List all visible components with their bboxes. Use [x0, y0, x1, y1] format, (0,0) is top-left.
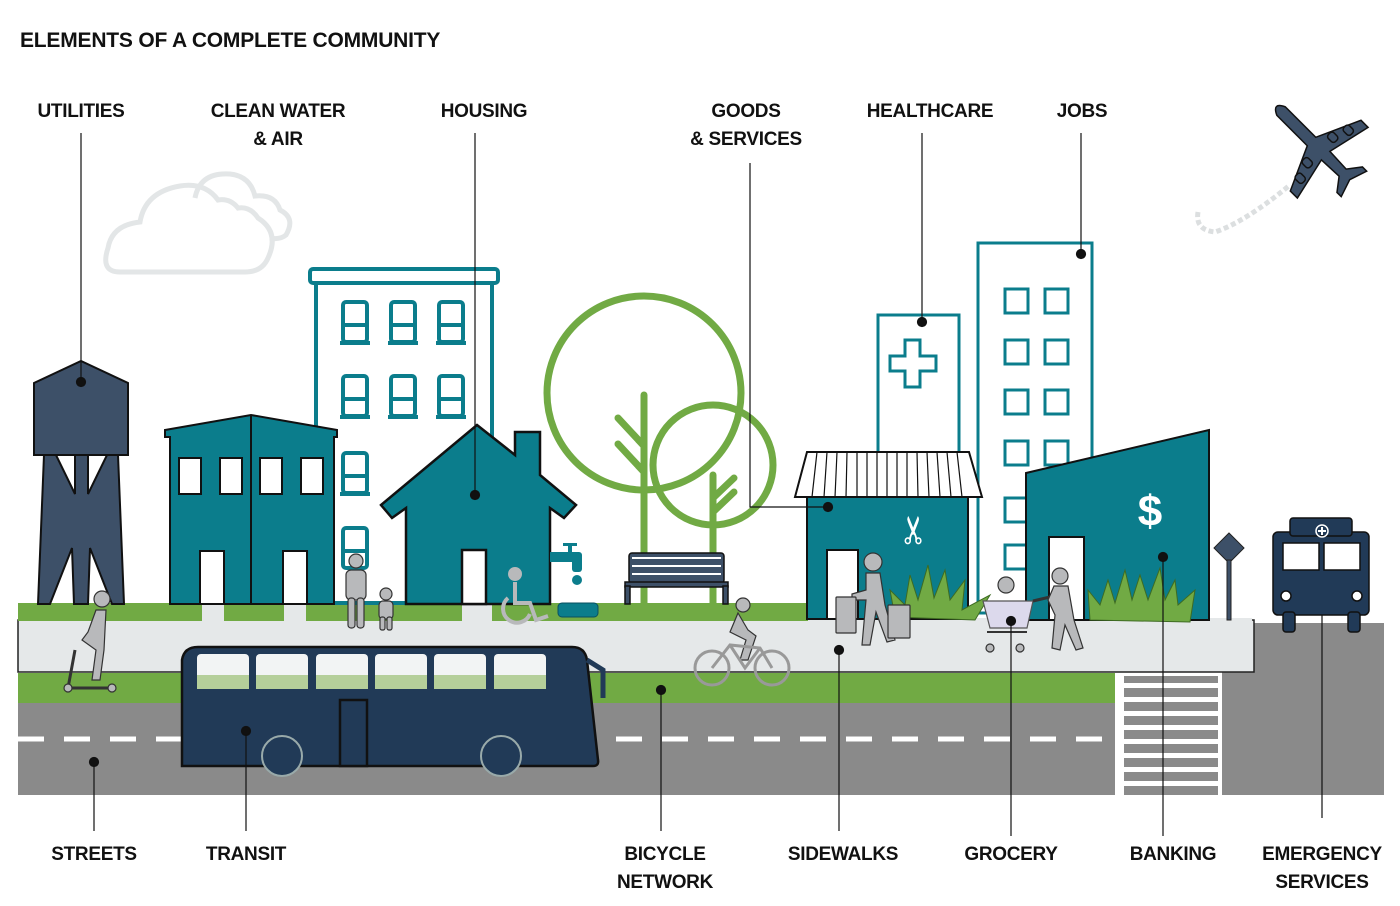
parent-child-icon — [345, 553, 394, 631]
label-emergency-services: EMERGENCY SERVICES — [1262, 844, 1382, 893]
label-grocery: GROCERY — [964, 844, 1058, 865]
label-housing: HOUSING — [440, 101, 528, 122]
label-clean-water-air: CLEAN WATER & AIR — [210, 101, 346, 150]
grass-tufts — [889, 564, 1196, 623]
airplane-icon — [1195, 104, 1370, 235]
label-sidewalks: SIDEWALKS — [787, 844, 899, 865]
label-jobs: JOBS — [1056, 101, 1108, 122]
grass-strip — [18, 603, 808, 621]
shopper-with-bags-icon — [835, 552, 911, 646]
label-utilities: UTILITIES — [37, 101, 125, 122]
bus-icon — [180, 645, 606, 777]
house — [379, 423, 578, 606]
scooter-rider-icon — [63, 590, 117, 693]
cloud-icon — [103, 171, 293, 275]
cyclist-icon — [693, 597, 791, 687]
park-bench-icon — [624, 552, 729, 605]
wheelchair-icon — [501, 567, 549, 625]
label-transit: TRANSIT — [205, 844, 287, 865]
people-figures — [63, 552, 1084, 693]
scissors-icon: ✂ — [892, 514, 936, 546]
office-tower — [976, 241, 1094, 615]
office-building — [164, 413, 338, 605]
label-bicycle-network: BICYCLE NETWORK — [616, 844, 714, 893]
road-sign-icon — [1213, 532, 1245, 621]
dollar-icon: $ — [1138, 487, 1162, 536]
water-tower — [33, 359, 129, 605]
hospital-building — [876, 313, 961, 457]
label-banking: BANKING — [1129, 844, 1217, 865]
page-title: ELEMENTS OF A COMPLETE COMMUNITY — [20, 29, 441, 52]
ambulance-icon — [1272, 517, 1370, 633]
water-faucet-icon — [550, 543, 599, 618]
label-healthcare: HEALTHCARE — [866, 101, 994, 122]
shopping-cart-icon — [982, 576, 1051, 653]
label-goods-services: GOODS & SERVICES — [690, 101, 802, 150]
pedestrian-icon — [1047, 567, 1084, 651]
crosswalk — [1120, 672, 1222, 795]
label-streets: STREETS — [51, 844, 137, 865]
callout-lines — [75, 133, 1323, 836]
